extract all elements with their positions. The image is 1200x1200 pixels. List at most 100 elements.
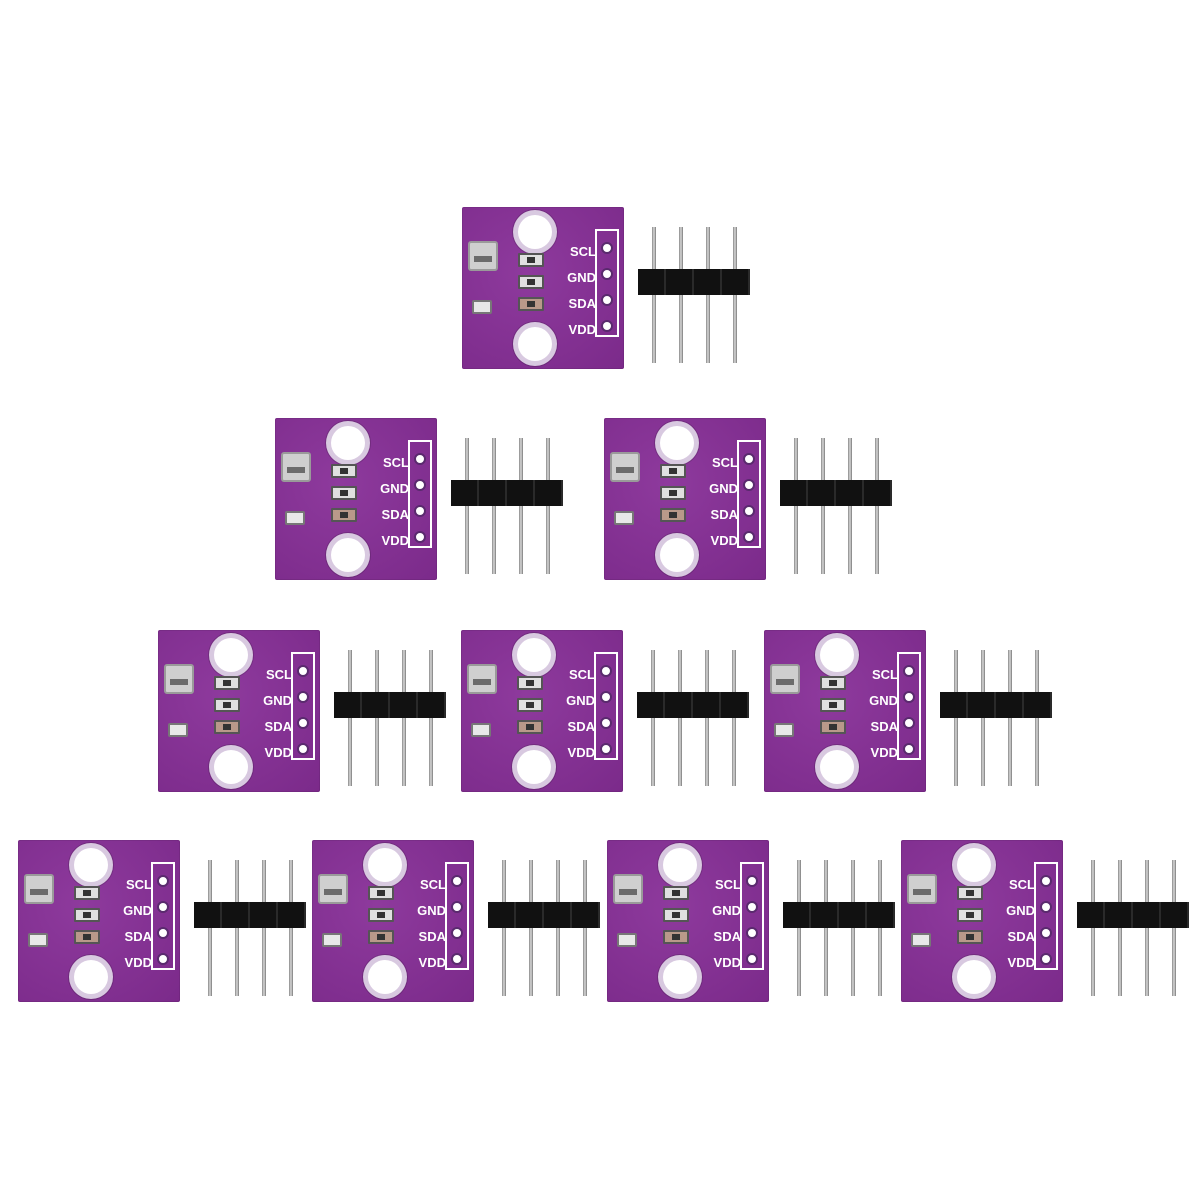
pin-icon: [875, 438, 879, 574]
pin-label-gnd: GND: [123, 903, 152, 918]
mounting-hole-icon: [518, 327, 552, 361]
mounting-hole-icon: [957, 960, 991, 994]
pad-icon: [600, 665, 612, 677]
pin-icon: [1008, 650, 1012, 786]
pad-icon: [903, 717, 915, 729]
pin-labels: SCL GND SDA VDD: [562, 241, 596, 345]
pin-header-icon: [194, 860, 306, 998]
pin-icon: [529, 860, 533, 996]
resistor-icon: [957, 886, 983, 900]
resistor-icon: [214, 720, 240, 734]
pin-label-gnd: GND: [869, 693, 898, 708]
pin-icon: [546, 438, 550, 574]
pin-label-scl: SCL: [715, 877, 741, 892]
pad-icon: [414, 505, 426, 517]
pin-label-scl: SCL: [266, 667, 292, 682]
resistor-icon: [368, 930, 394, 944]
pin-label-sda: SDA: [264, 719, 292, 734]
pin-labels: SCL GND SDA VDD: [864, 664, 898, 768]
resistor-icon: [214, 698, 240, 712]
pad-icon: [903, 743, 915, 755]
capacitor-icon: [911, 933, 931, 947]
pad-icon: [600, 691, 612, 703]
pin-icon: [706, 227, 710, 363]
pad-icon: [903, 665, 915, 677]
resistor-icon: [368, 908, 394, 922]
resistor-icon: [957, 908, 983, 922]
pad-icon: [903, 691, 915, 703]
pad-icon: [601, 320, 613, 332]
pad-icon: [746, 953, 758, 965]
resistor-icon: [663, 886, 689, 900]
resistor-icon: [957, 930, 983, 944]
mounting-hole-icon: [368, 960, 402, 994]
pin-icon: [824, 860, 828, 996]
mounting-hole-icon: [660, 538, 694, 572]
pin-label-sda: SDA: [713, 929, 741, 944]
pad-icon: [297, 743, 309, 755]
pad-icon: [414, 479, 426, 491]
header-housing: [1077, 902, 1189, 928]
pin-label-vdd: VDD: [710, 533, 738, 548]
header-housing: [451, 480, 563, 506]
pin-label-gnd: GND: [567, 270, 596, 285]
capacitor-icon: [322, 933, 342, 947]
pin-header-icon: [940, 650, 1052, 788]
pin-label-scl: SCL: [420, 877, 446, 892]
pin-icon: [208, 860, 212, 996]
mounting-hole-icon: [368, 848, 402, 882]
resistor-icon: [517, 698, 543, 712]
header-housing: [940, 692, 1052, 718]
pcb-board: SCL GND SDA VDD: [764, 630, 926, 792]
pin-label-sda: SDA: [568, 296, 596, 311]
pad-icon: [157, 901, 169, 913]
pin-label-vdd: VDD: [567, 745, 595, 760]
mounting-hole-icon: [518, 215, 552, 249]
pcb-board: SCL GND SDA VDD: [462, 207, 624, 369]
mounting-hole-icon: [214, 750, 248, 784]
pin-header-icon: [780, 438, 892, 576]
header-pads: [897, 652, 921, 760]
pad-icon: [1040, 901, 1052, 913]
capacitor-icon: [285, 511, 305, 525]
pin-icon: [348, 650, 352, 786]
pin-icon: [705, 650, 709, 786]
sensor-chip-icon: [610, 452, 640, 482]
mounting-hole-icon: [331, 538, 365, 572]
pin-icon: [235, 860, 239, 996]
pcb-board: SCL GND SDA VDD: [901, 840, 1063, 1002]
sensor-module: SCL GND SDA VDD: [18, 840, 306, 1010]
pad-icon: [414, 531, 426, 543]
pin-icon: [794, 438, 798, 574]
header-housing: [488, 902, 600, 928]
pcb-board: SCL GND SDA VDD: [158, 630, 320, 792]
pin-icon: [402, 650, 406, 786]
pin-header-icon: [451, 438, 563, 576]
sensor-chip-icon: [468, 241, 498, 271]
sensor-chip-icon: [164, 664, 194, 694]
pin-icon: [851, 860, 855, 996]
pin-labels: SCL GND SDA VDD: [1001, 874, 1035, 978]
pin-label-vdd: VDD: [381, 533, 409, 548]
resistor-icon: [660, 508, 686, 522]
pin-icon: [733, 227, 737, 363]
pad-icon: [746, 875, 758, 887]
pin-icon: [519, 438, 523, 574]
resistor-icon: [660, 464, 686, 478]
pin-label-gnd: GND: [1006, 903, 1035, 918]
pin-icon: [797, 860, 801, 996]
pad-icon: [297, 691, 309, 703]
resistor-icon: [820, 676, 846, 690]
pin-labels: SCL GND SDA VDD: [704, 452, 738, 556]
pad-icon: [451, 953, 463, 965]
pin-label-gnd: GND: [566, 693, 595, 708]
pad-icon: [600, 743, 612, 755]
resistor-icon: [820, 720, 846, 734]
resistor-icon: [74, 908, 100, 922]
pin-icon: [981, 650, 985, 786]
pin-label-gnd: GND: [417, 903, 446, 918]
sensor-chip-icon: [613, 874, 643, 904]
pin-label-gnd: GND: [263, 693, 292, 708]
resistor-icon: [214, 676, 240, 690]
